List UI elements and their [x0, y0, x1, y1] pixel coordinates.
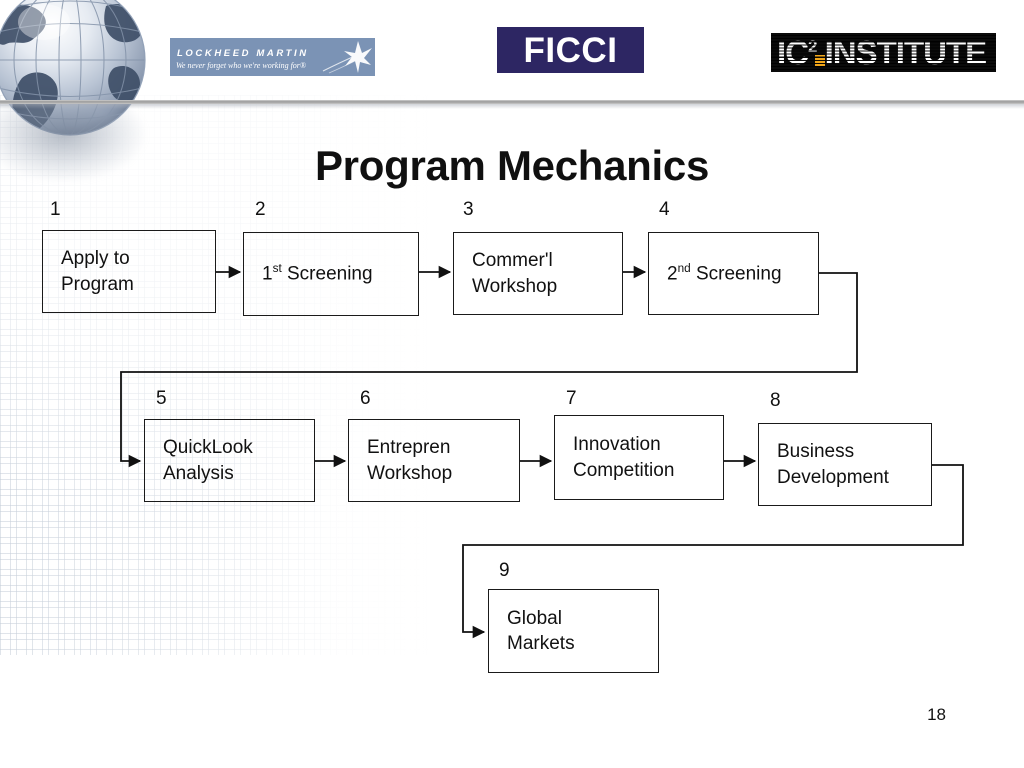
ficci-wordmark: FICCI	[523, 30, 618, 70]
node-number-9: 9	[499, 560, 510, 581]
node-number-2: 2	[255, 199, 266, 220]
header-divider-shadow	[0, 104, 1024, 109]
node-label: 2nd Screening	[667, 261, 782, 285]
node-innovation-competition[interactable]: Innovation Competition	[554, 415, 724, 500]
node-second-screening[interactable]: 2nd Screening	[648, 232, 819, 315]
ic2-accent-square	[815, 55, 825, 66]
node-label: Entrepren Workshop	[367, 437, 453, 484]
node-entrepren-workshop[interactable]: Entrepren Workshop	[348, 419, 520, 502]
page-number: 18	[927, 705, 946, 724]
node-label: 1st Screening	[262, 262, 373, 285]
lockheed-wordmark: LOCKHEED MARTIN	[177, 48, 309, 59]
node-label: Innovation Competition	[573, 434, 675, 481]
logo-ficci: FICCI	[497, 27, 644, 73]
node-label: Commer'l Workshop	[472, 250, 558, 297]
node-commercial-workshop[interactable]: Commer'l Workshop	[453, 232, 623, 315]
node-number-7: 7	[566, 388, 577, 409]
node-business-development[interactable]: Business Development	[758, 423, 932, 506]
node-quicklook-analysis[interactable]: QuickLook Analysis	[144, 419, 315, 502]
ic2-wordmark: IC2 INSTITUTE	[777, 34, 987, 71]
node-label: Apply to Program	[61, 248, 134, 295]
node-number-5: 5	[156, 388, 167, 409]
node-first-screening[interactable]: 1st Screening	[243, 232, 419, 316]
node-number-1: 1	[50, 199, 61, 220]
node-number-4: 4	[659, 199, 670, 220]
node-apply-to-program[interactable]: Apply to Program	[42, 230, 216, 313]
node-number-3: 3	[463, 199, 474, 220]
lockheed-star-icon	[322, 41, 372, 74]
logo-lockheed-martin: LOCKHEED MARTIN We never forget who we'r…	[170, 38, 375, 76]
node-label: Business Development	[777, 441, 889, 488]
node-number-6: 6	[360, 388, 371, 409]
lockheed-tagline: We never forget who we're working for®	[176, 61, 306, 70]
node-label: QuickLook Analysis	[163, 437, 253, 484]
logo-ic2-institute: IC2 INSTITUTE	[771, 33, 996, 72]
header-divider	[0, 100, 1024, 104]
node-number-8: 8	[770, 390, 781, 411]
node-global-markets[interactable]: Global Markets	[488, 589, 659, 673]
page-title: Program Mechanics	[314, 142, 710, 190]
node-label: Global Markets	[507, 607, 575, 654]
